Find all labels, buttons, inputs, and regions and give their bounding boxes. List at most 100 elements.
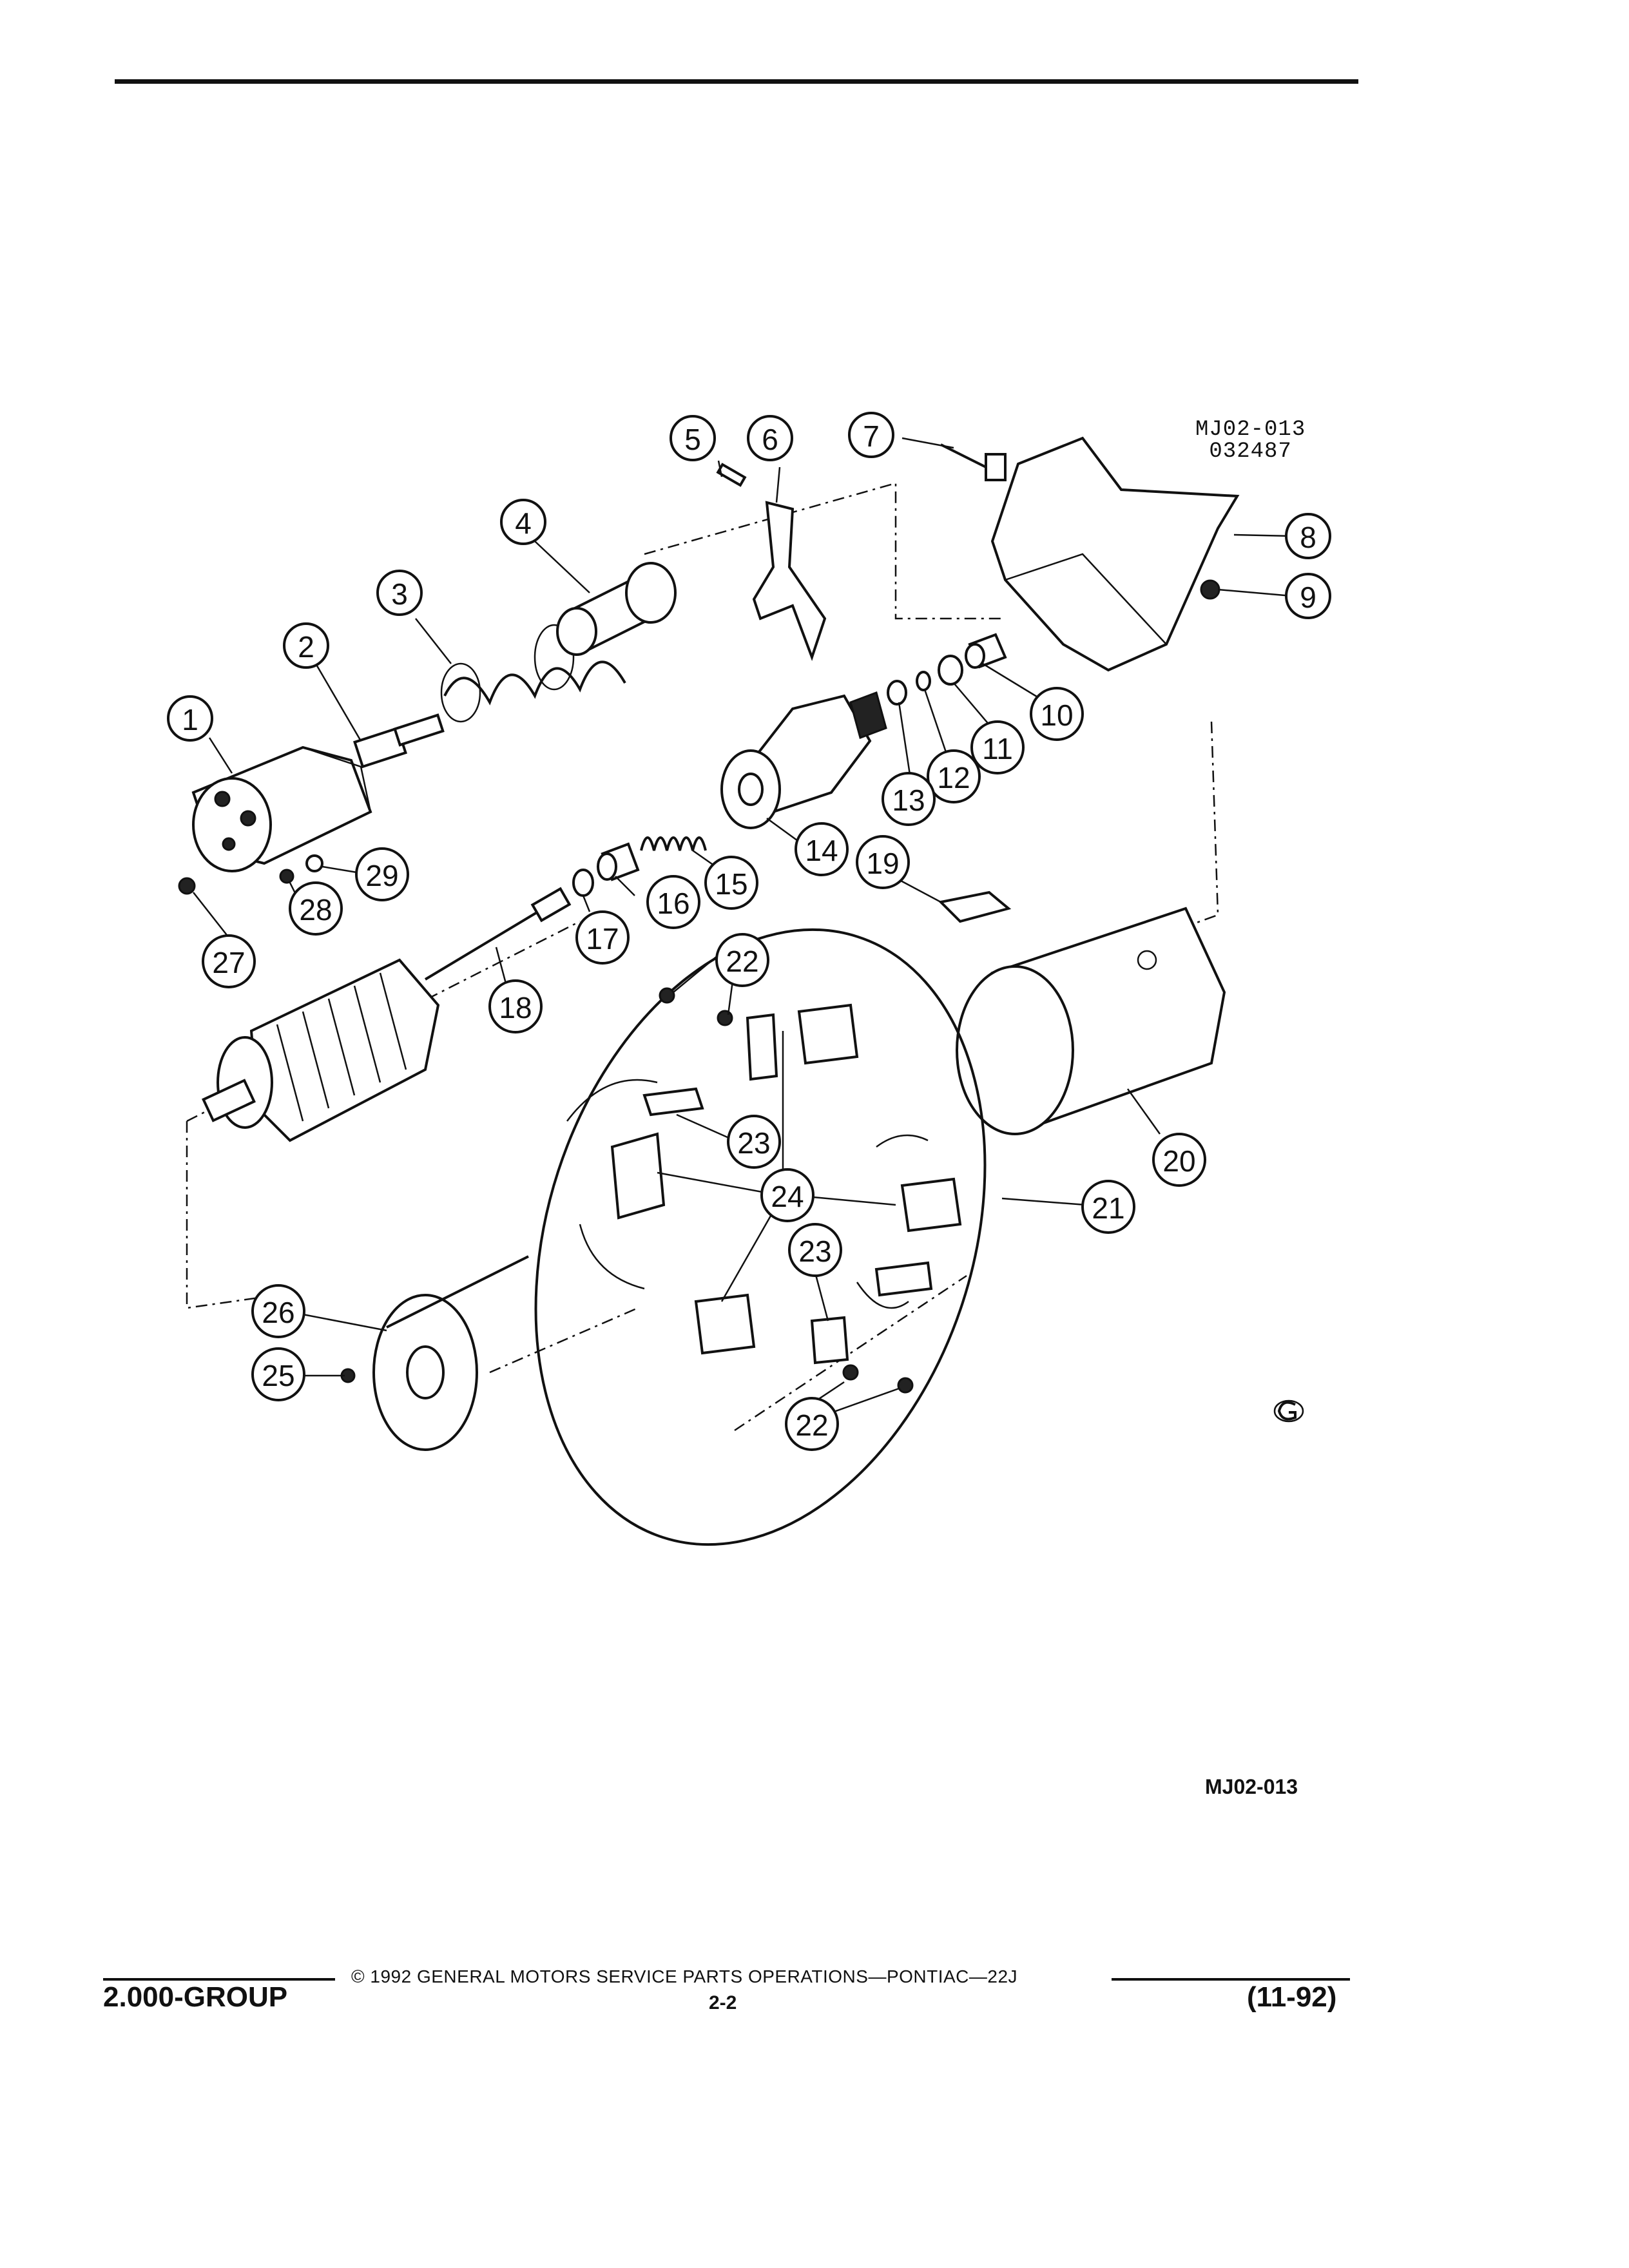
plunger-housing — [556, 562, 677, 656]
svg-text:22: 22 — [726, 945, 758, 978]
svg-text:24: 24 — [771, 1180, 804, 1213]
callout-9: 9 — [1285, 573, 1331, 619]
header-rule — [115, 79, 1358, 84]
callout-12: 12 — [927, 749, 981, 803]
callout-29: 29 — [355, 847, 409, 901]
callout-19: 19 — [856, 835, 910, 889]
commutator-end-frame — [340, 1255, 529, 1451]
svg-text:1: 1 — [182, 703, 198, 736]
drive-housing-bolt — [940, 443, 1007, 481]
callout-22-top: 22 — [715, 933, 769, 987]
terminal-washer — [305, 854, 323, 872]
callout-20: 20 — [1152, 1133, 1206, 1187]
pinion-stop-retainer — [572, 869, 594, 897]
callout-2: 2 — [283, 622, 329, 669]
callout-11: 11 — [970, 720, 1025, 774]
svg-text:23: 23 — [737, 1126, 770, 1160]
callout-14: 14 — [795, 822, 849, 876]
svg-text:23: 23 — [798, 1235, 831, 1268]
drive-housing — [990, 436, 1240, 672]
pinion-stop-collar — [597, 842, 640, 881]
svg-text:2: 2 — [298, 630, 314, 664]
terminal-screw — [279, 869, 294, 884]
svg-text:10: 10 — [1040, 698, 1073, 732]
starter-drive-assembly — [720, 691, 887, 829]
svg-text:25: 25 — [262, 1359, 294, 1392]
callout-25: 25 — [251, 1347, 305, 1401]
svg-text:6: 6 — [762, 423, 778, 456]
callout-27: 27 — [202, 934, 256, 988]
reference-code-line1: MJ02-013 — [1195, 418, 1306, 442]
svg-text:8: 8 — [1300, 521, 1316, 554]
drive-bushing — [965, 633, 1007, 669]
page-number: 2-2 — [709, 1992, 737, 2013]
svg-text:20: 20 — [1162, 1144, 1195, 1178]
callout-17: 17 — [575, 910, 630, 965]
reference-code-line2: 032487 — [1209, 439, 1292, 464]
drive-spring — [640, 836, 707, 851]
svg-text:5: 5 — [684, 423, 701, 456]
callout-7: 7 — [848, 412, 894, 458]
svg-text:22: 22 — [795, 1408, 828, 1442]
svg-text:21: 21 — [1092, 1191, 1124, 1225]
brush-holders — [566, 1003, 962, 1365]
plunger — [353, 713, 445, 769]
svg-text:13: 13 — [892, 783, 925, 817]
field-frame — [956, 907, 1226, 1135]
callout-18: 18 — [488, 979, 543, 1033]
brush-holder-plate — [534, 928, 987, 1546]
svg-text:12: 12 — [937, 761, 970, 794]
svg-text:15: 15 — [715, 867, 747, 901]
callout-16: 16 — [646, 875, 700, 929]
callout-4: 4 — [500, 499, 546, 545]
retainer-ring — [916, 671, 931, 691]
svg-text:14: 14 — [805, 834, 838, 867]
callout-24: 24 — [760, 1168, 815, 1222]
callout-3: 3 — [376, 570, 423, 616]
svg-text:28: 28 — [299, 893, 332, 927]
field-brush — [938, 890, 1012, 923]
return-spring — [443, 660, 626, 706]
callout-15: 15 — [704, 856, 758, 910]
svg-text:26: 26 — [262, 1296, 294, 1329]
armature — [202, 887, 572, 1142]
solenoid-assembly — [191, 745, 372, 872]
gm-logo-icon — [1273, 1399, 1304, 1423]
callout-23-right: 23 — [788, 1223, 842, 1277]
callout-8: 8 — [1285, 513, 1331, 559]
callout-1: 1 — [167, 695, 213, 742]
svg-text:19: 19 — [866, 847, 899, 880]
figure-code: MJ02-013 — [1205, 1775, 1298, 1798]
footer-rule-left — [103, 1978, 335, 1981]
svg-text:16: 16 — [657, 887, 689, 920]
housing-nut — [1200, 579, 1220, 600]
callout-5: 5 — [670, 415, 716, 461]
footer-rule-right — [1112, 1978, 1350, 1981]
assembly-guide-end-frame — [489, 1274, 967, 1432]
callout-28: 28 — [289, 881, 343, 936]
svg-text:27: 27 — [212, 946, 245, 979]
callout-6: 6 — [747, 415, 793, 461]
svg-text:9: 9 — [1300, 581, 1316, 614]
thrust-collar — [938, 655, 963, 686]
svg-text:3: 3 — [391, 577, 408, 611]
svg-text:7: 7 — [863, 419, 880, 453]
solenoid-screw — [178, 877, 196, 895]
revision-date: (11-92) — [1247, 1981, 1337, 2013]
drawing-reference-code: MJ02-013 032487 — [1195, 419, 1306, 463]
assembly-guide-upper — [644, 482, 1005, 620]
svg-text:18: 18 — [499, 991, 532, 1024]
svg-text:29: 29 — [365, 859, 398, 892]
brush-holder-screws — [659, 987, 914, 1394]
svg-text:4: 4 — [515, 506, 532, 540]
svg-text:11: 11 — [982, 732, 1013, 765]
callout-10: 10 — [1030, 687, 1084, 741]
thrust-washer — [887, 680, 907, 706]
callout-26: 26 — [251, 1284, 305, 1338]
copyright-line: © 1992 GENERAL MOTORS SERVICE PARTS OPER… — [351, 1966, 1018, 1986]
callout-13: 13 — [882, 772, 936, 826]
callout-21: 21 — [1081, 1180, 1135, 1234]
svg-text:17: 17 — [586, 922, 619, 956]
